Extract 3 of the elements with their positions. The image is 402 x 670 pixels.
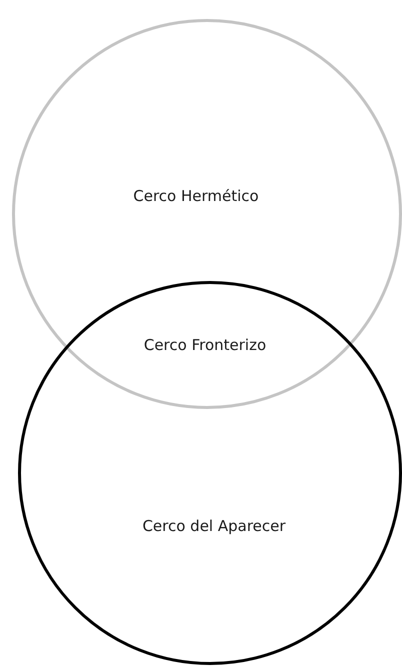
circle-label: Cerco Hermético — [133, 187, 259, 205]
circle-label: Cerco del Aparecer — [142, 517, 286, 535]
overlap-label: Cerco Fronterizo — [144, 336, 266, 354]
